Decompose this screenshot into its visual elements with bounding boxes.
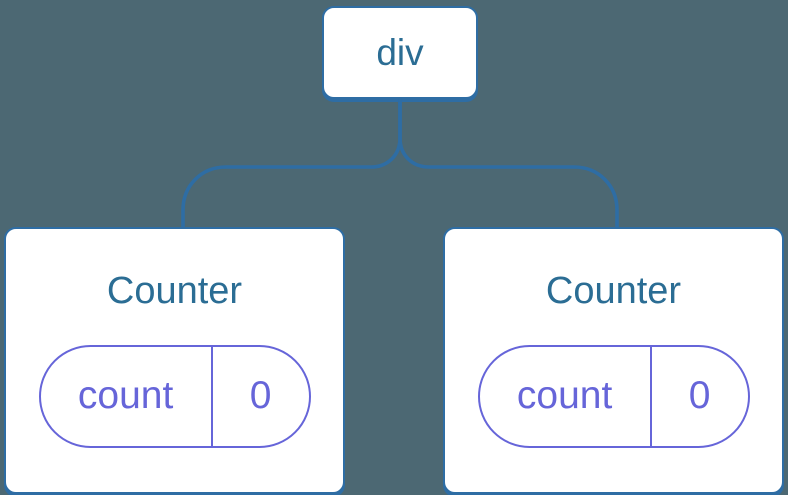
state-key-label: count	[77, 374, 174, 418]
root-node-label: div	[376, 31, 424, 73]
component-name-label: Counter	[545, 270, 682, 312]
connector-branch-right	[398, 97, 619, 231]
tree-node-counter-1: Counter count 0	[4, 227, 345, 494]
component-name-label: Counter	[106, 270, 243, 312]
state-pill: count 0	[477, 344, 750, 448]
state-pill: count 0	[38, 344, 311, 448]
tree-node-counter-2: Counter count 0	[443, 227, 784, 494]
tree-node-div: div	[322, 6, 478, 99]
connector-branch-left	[181, 97, 402, 231]
state-value-label: 0	[210, 346, 309, 446]
state-value-label: 0	[649, 346, 748, 446]
state-key-label: count	[516, 374, 613, 418]
